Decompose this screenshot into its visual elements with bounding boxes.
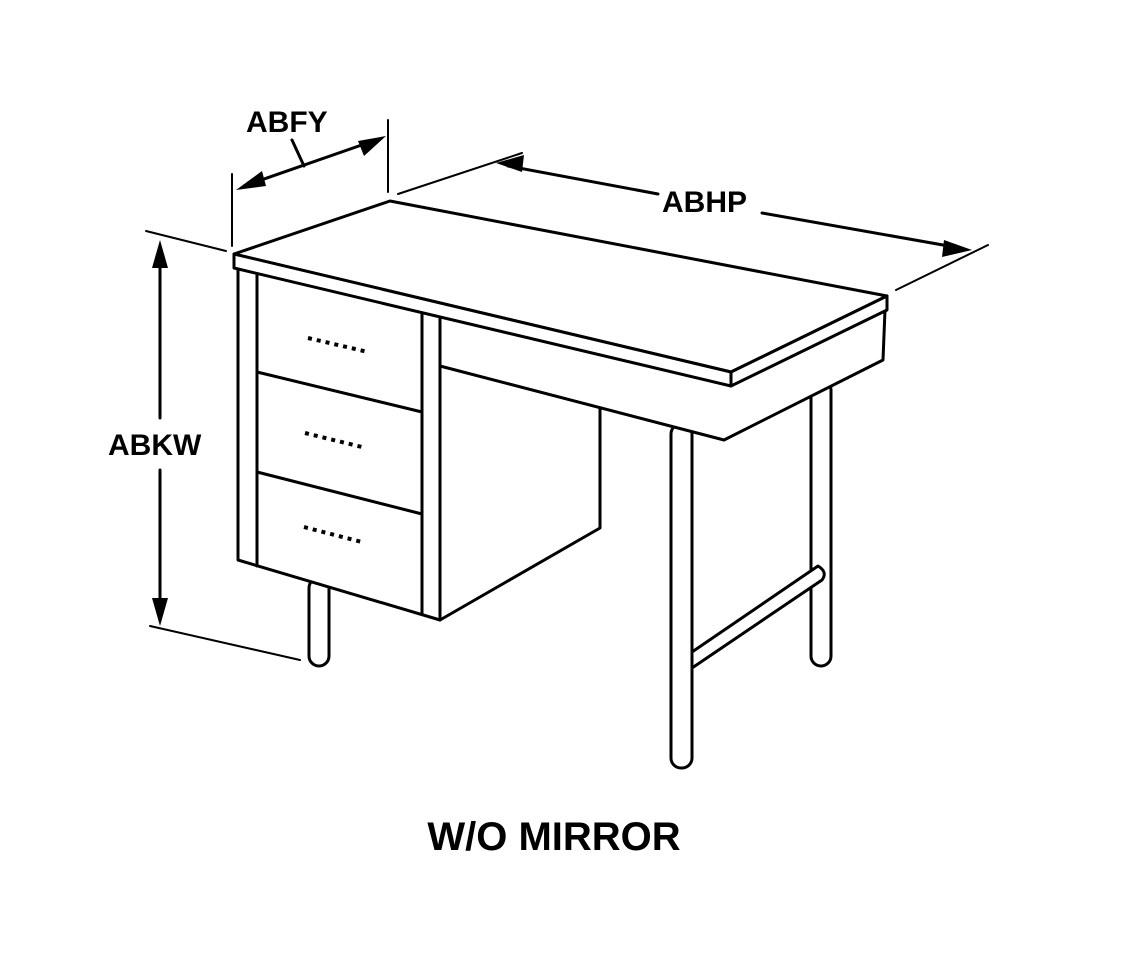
middle-drawer-pull [304, 431, 363, 449]
width-arrow-left [496, 155, 524, 172]
width-dimension-label: ABHP [662, 186, 747, 219]
leg-stretcher [690, 564, 826, 670]
drawer-divider-1 [255, 370, 424, 414]
width-dimension-line-left [506, 164, 660, 196]
depth-dimension-label: ABFY [246, 106, 328, 139]
depth-dimension-line [242, 138, 378, 188]
drawer-pedestal [236, 260, 442, 622]
diagram-caption: W/O MIRROR [427, 815, 680, 859]
depth-label-leader [290, 138, 306, 168]
top-drawer-pull [307, 336, 369, 354]
width-arrow-right [942, 240, 972, 257]
height-arrow-top [152, 240, 168, 268]
bottom-drawer-pull [303, 525, 363, 544]
desk-legs [307, 378, 833, 770]
width-extension-right [895, 244, 989, 291]
width-extension-left [397, 152, 523, 195]
front-right-leg [669, 422, 694, 770]
height-extension-top [145, 230, 227, 252]
dimension-lines [145, 119, 989, 661]
front-left-leg [307, 576, 331, 668]
desktop [232, 199, 889, 388]
height-dimension-label: ABKW [108, 429, 202, 462]
pedestal-front [236, 260, 442, 622]
width-dimension-line-right [760, 211, 962, 250]
drawer-divider-2 [255, 470, 424, 516]
desktop-side-edge [729, 294, 889, 388]
depth-arrow-left [236, 171, 266, 190]
height-extension-bottom [149, 625, 301, 661]
depth-arrow-right [358, 136, 386, 156]
back-right-leg [809, 378, 833, 668]
height-arrow-bottom [152, 598, 168, 626]
